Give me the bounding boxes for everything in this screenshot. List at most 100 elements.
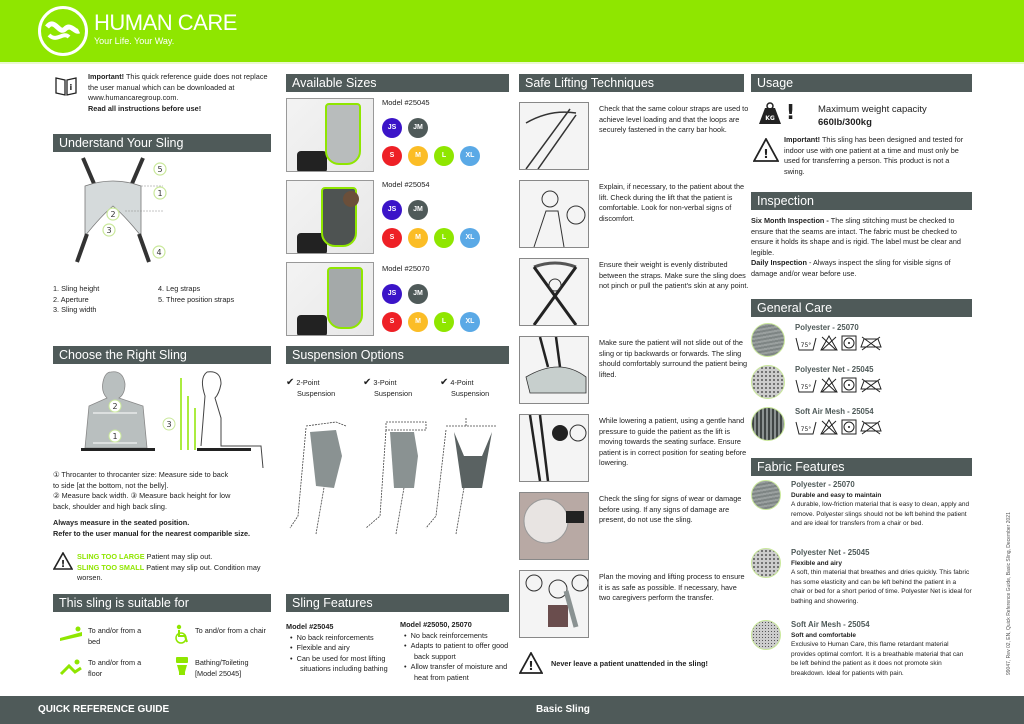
feature-item: • Adapts to patient to offer good back s… <box>404 641 509 661</box>
toilet-icon <box>175 656 189 680</box>
header-banner: HUMAN CARE Your Life. Your Way. <box>0 0 1024 62</box>
technique-item: Check the sling for signs of wear or dam… <box>519 492 749 562</box>
too-small-text: Patient may slip out. Condition may wors… <box>77 562 261 583</box>
no-bleach-icon <box>820 419 838 435</box>
size-xl: XL <box>460 146 480 166</box>
svg-text:4: 4 <box>156 248 161 257</box>
features-section: Sling Features Model #25045 • No back re… <box>286 594 509 682</box>
svg-text:!: ! <box>61 559 66 570</box>
size-m: M <box>408 312 428 332</box>
svg-text:75°: 75° <box>801 384 812 391</box>
techniques-title: Safe Lifting Techniques <box>519 74 744 92</box>
svg-text:i: i <box>70 83 73 92</box>
feature-item: • Allow transfer of moisture and heat fr… <box>404 662 508 682</box>
too-large-text: Patient may slip out. <box>146 552 213 561</box>
size-s: S <box>382 312 402 332</box>
technique-illustration <box>519 102 589 170</box>
size-jm: JM <box>408 284 428 304</box>
care-item: Soft Air Mesh - 25054 75° <box>751 407 971 447</box>
usage-important-text: This sling has been designed and tested … <box>784 135 964 176</box>
brand-name: HUMAN CARE <box>94 10 237 35</box>
no-bleach-icon <box>820 377 838 393</box>
size-m: M <box>408 146 428 166</box>
never-leave-warning: Never leave a patient unattended in the … <box>551 659 708 668</box>
warning-icon: ! <box>519 652 543 674</box>
size-s: S <box>382 228 402 248</box>
svg-text:!: ! <box>528 659 533 673</box>
document-code: 99047, Rev 02, EN, Quick Reference Guide… <box>1006 512 1012 675</box>
technique-illustration <box>519 414 589 482</box>
size-xl: XL <box>460 312 480 332</box>
care-item: Polyester - 25070 75° <box>751 323 971 363</box>
header-divider <box>0 62 1024 64</box>
usage-section: Usage KG ! Maximum weight capacity 660lb… <box>751 74 972 176</box>
check-icon: ✔ <box>286 377 295 388</box>
model-label: Model #25070 <box>382 264 430 273</box>
technique-illustration <box>519 570 589 638</box>
size-l: L <box>434 312 454 332</box>
svg-text:1: 1 <box>157 189 162 198</box>
understand-section: Understand Your Sling 5 1 2 3 4 1. Sling… <box>53 134 271 314</box>
capacity-label: Maximum weight capacity <box>818 104 927 115</box>
technique-illustration <box>519 258 589 326</box>
care-title: General Care <box>751 299 972 317</box>
features-col1-title: Model #25045 <box>286 622 334 631</box>
daily-text: - Always inspect the sling for visible s… <box>751 258 951 278</box>
six-month-text: The sling stitching must be checked to e… <box>751 216 961 257</box>
brand-tagline: Your Life. Your Way. <box>94 36 175 46</box>
features-col2-title: Model #25050, 25070 <box>400 620 472 629</box>
model-photo-25070 <box>286 262 374 336</box>
important-emphasis: Read all instructions before use! <box>88 103 202 113</box>
usage-important-lead: Important! <box>784 135 821 144</box>
fabric-section: Fabric Features Polyester - 25070 Durabl… <box>751 458 972 677</box>
size-l: L <box>434 228 454 248</box>
check-icon: ✔ <box>440 377 449 388</box>
fabric-swatch <box>751 620 781 650</box>
measure-text-1: ① Throcanter to throcanter size: Measure… <box>53 470 229 490</box>
technique-item: Explain, if necessary, to the patient ab… <box>519 180 749 250</box>
technique-illustration <box>519 492 589 560</box>
usage-title: Usage <box>751 74 972 92</box>
measure-text-2: ② Measure back width. ③ Measure back hei… <box>53 491 231 511</box>
technique-illustration <box>519 336 589 404</box>
wheelchair-icon <box>173 624 191 648</box>
daily-lead: Daily Inspection <box>751 258 807 267</box>
svg-text:5: 5 <box>157 165 162 174</box>
tumble-dry-icon <box>841 419 857 435</box>
suitable-item-floor: To and/or from a floor <box>88 658 142 678</box>
inspection-title: Inspection <box>751 192 972 210</box>
features-title: Sling Features <box>286 594 509 612</box>
footer-product-name: Basic Sling <box>536 704 590 715</box>
exclamation-icon: ! <box>786 100 796 124</box>
sling-diagram: 5 1 2 3 4 <box>75 157 167 263</box>
footer-guide-label: QUICK REFERENCE GUIDE <box>38 704 170 715</box>
size-m: M <box>408 228 428 248</box>
floor-transfer-icon <box>59 658 83 680</box>
suspension-illustrations <box>289 418 496 535</box>
suitable-section: This sling is suitable for To and/or fro… <box>53 594 271 678</box>
check-icon: ✔ <box>363 377 372 388</box>
weight-kg-icon: KG <box>757 102 783 124</box>
suitable-title: This sling is suitable for <box>53 594 271 612</box>
svg-text:KG: KG <box>765 115 775 122</box>
capacity-value: 660lb/300kg <box>818 117 872 128</box>
tumble-dry-icon <box>841 335 857 351</box>
size-jm: JM <box>408 200 428 220</box>
feature-item: • Can be used for most lifting situation… <box>290 653 388 674</box>
size-js: JS <box>382 284 402 304</box>
tumble-dry-icon <box>841 377 857 393</box>
too-large-label: SLING TOO LARGE <box>77 552 145 561</box>
technique-illustration <box>519 180 589 248</box>
refer-manual: Refer to the user manual for the nearest… <box>53 528 251 538</box>
model-photo-25054 <box>286 180 374 254</box>
suitable-item-bed: To and/or from a bed <box>88 626 142 646</box>
understand-title: Understand Your Sling <box>53 134 271 152</box>
suspension-title: Suspension Options <box>286 346 509 364</box>
fabric-swatch <box>751 365 785 399</box>
